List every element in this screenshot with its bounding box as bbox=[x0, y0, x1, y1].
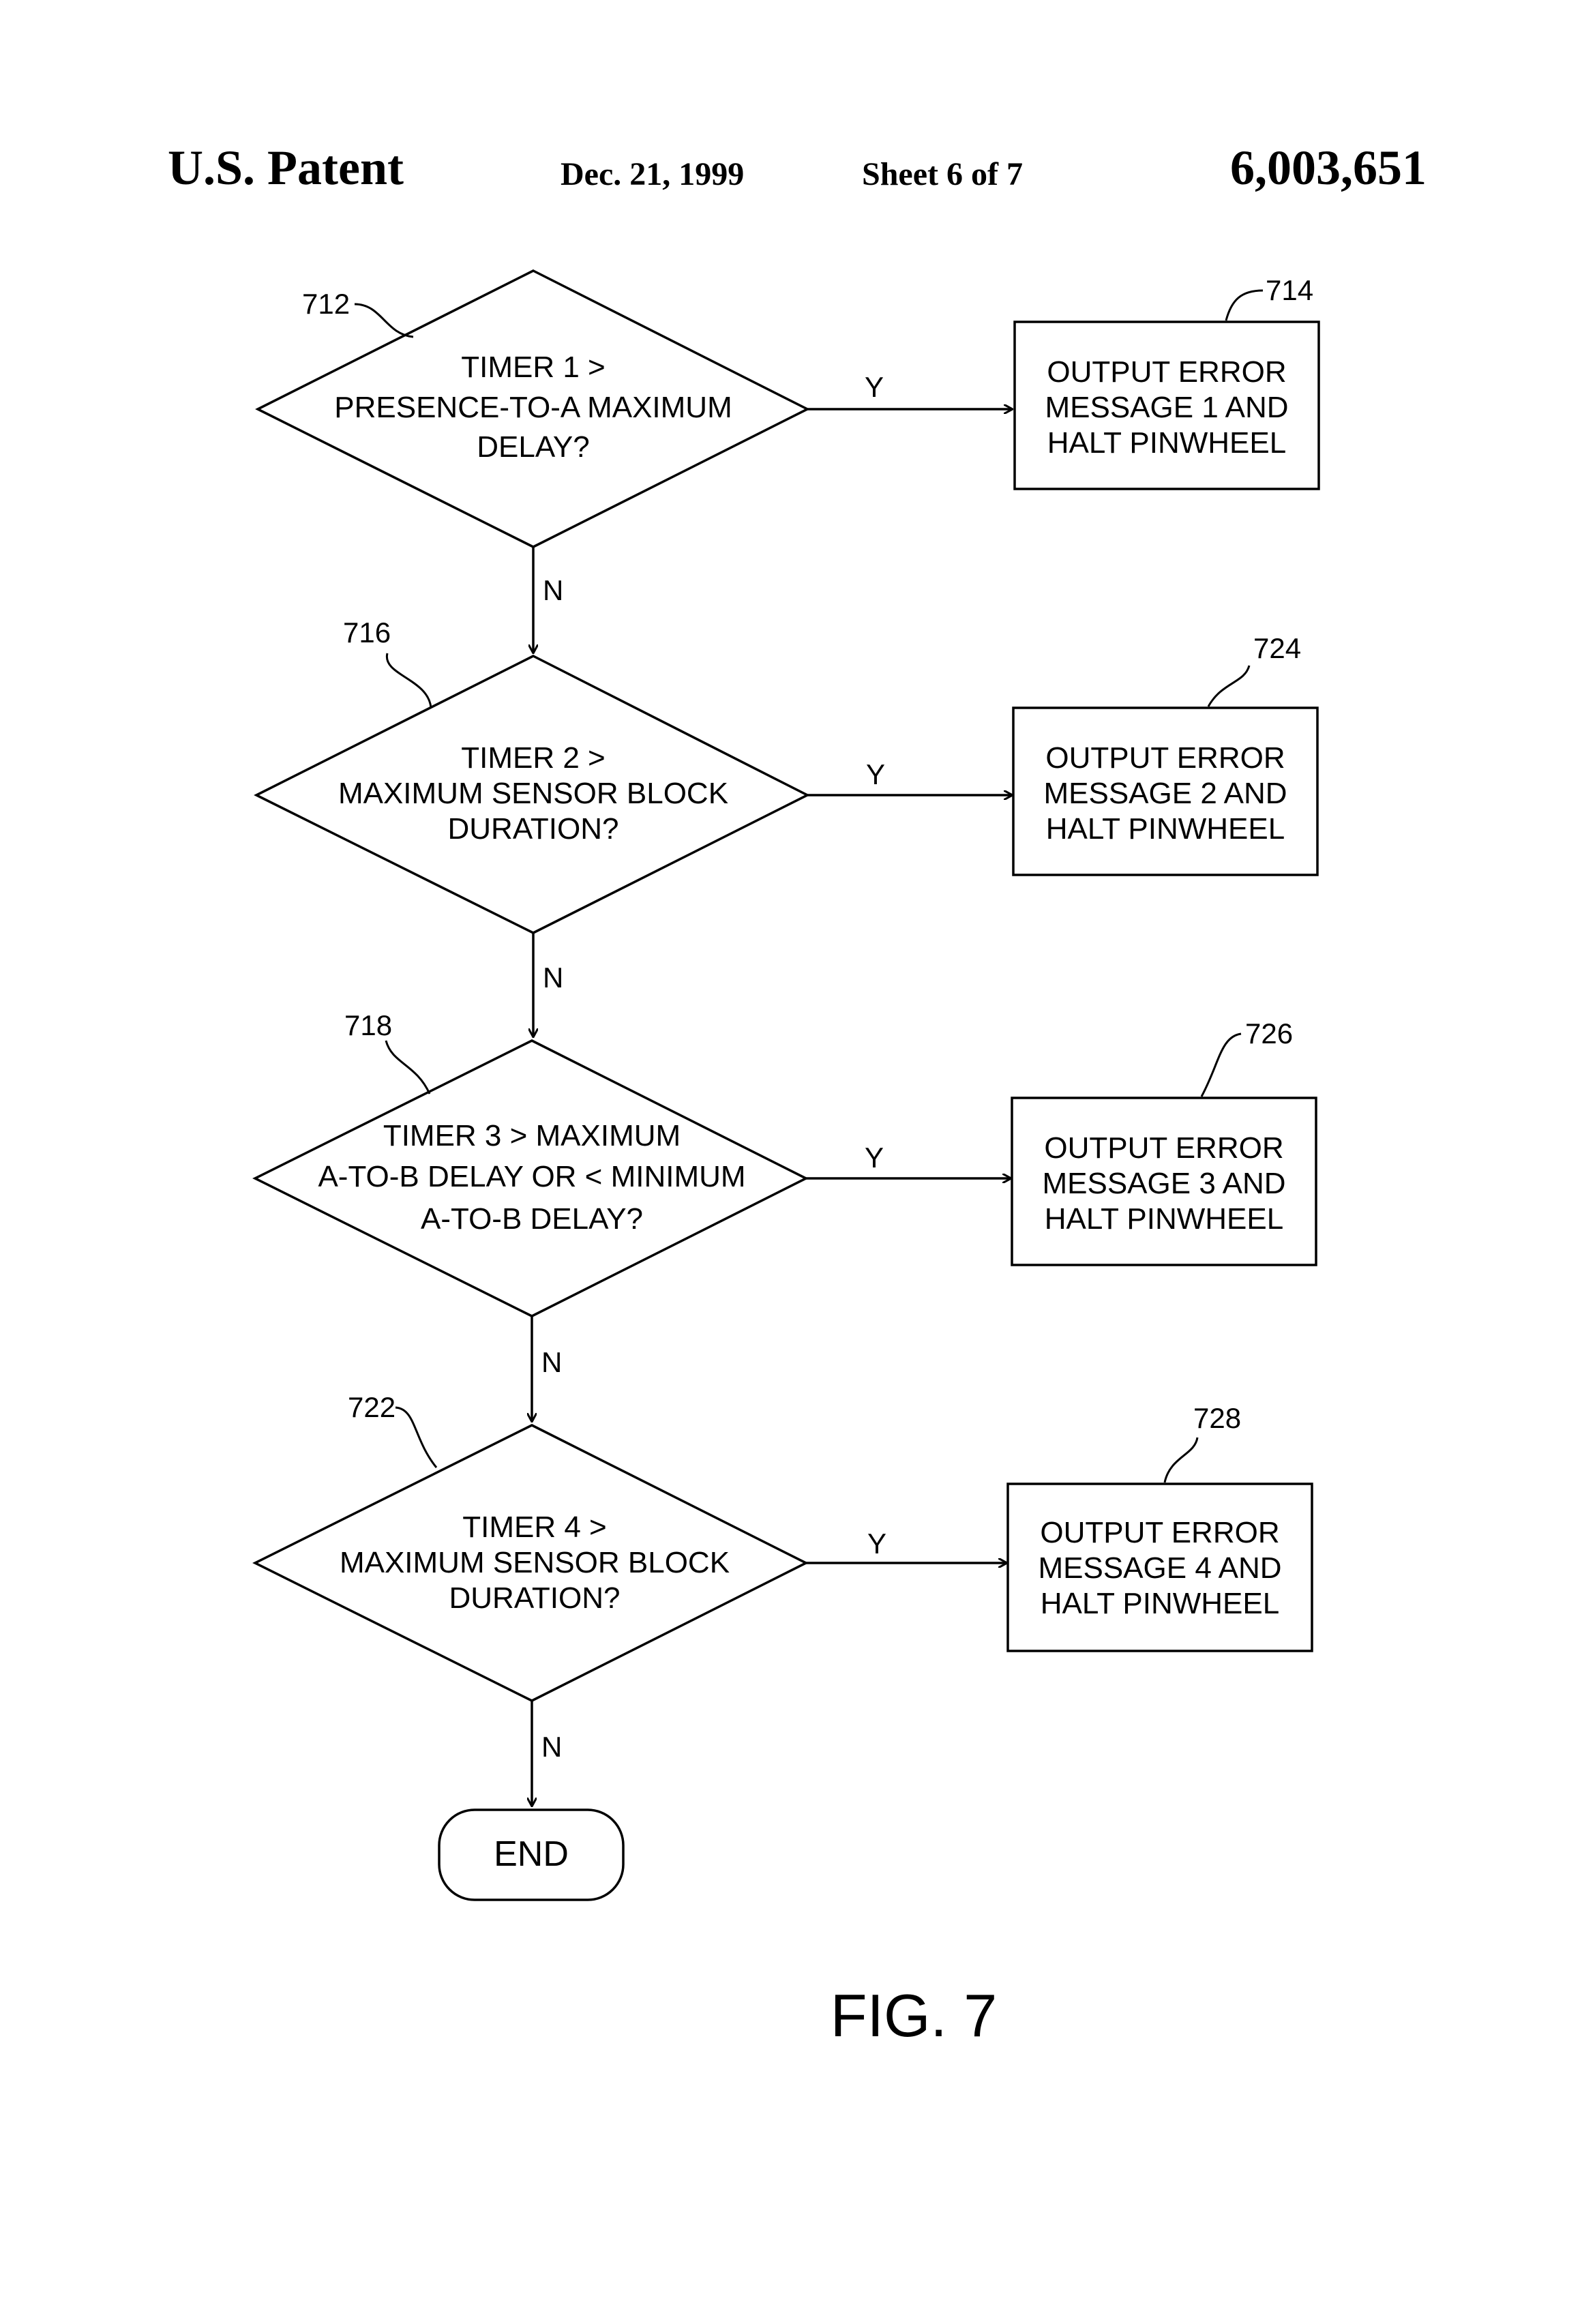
decision-722: TIMER 4 > MAXIMUM SENSOR BLOCK DURATION? bbox=[255, 1425, 806, 1701]
yes-label-2: Y bbox=[866, 758, 885, 790]
ref-724: 724 bbox=[1253, 632, 1301, 664]
output-728-line-2: MESSAGE 4 AND bbox=[1038, 1551, 1281, 1585]
decision-718-line-1: TIMER 3 > MAXIMUM bbox=[383, 1119, 681, 1152]
decision-722-line-2: MAXIMUM SENSOR BLOCK bbox=[340, 1546, 730, 1579]
ref-728: 728 bbox=[1193, 1402, 1241, 1434]
ref-716: 716 bbox=[343, 616, 391, 649]
leader-724 bbox=[1208, 666, 1249, 706]
end-label: END bbox=[494, 1834, 569, 1874]
output-714-line-1: OUTPUT ERROR bbox=[1047, 355, 1286, 389]
ref-722: 722 bbox=[348, 1391, 395, 1423]
end-terminal: END bbox=[439, 1810, 623, 1900]
output-726-line-1: OUTPUT ERROR bbox=[1044, 1131, 1283, 1165]
leader-718 bbox=[386, 1041, 430, 1094]
ref-726: 726 bbox=[1245, 1017, 1293, 1049]
output-724-line-2: MESSAGE 2 AND bbox=[1043, 777, 1287, 810]
decision-716-line-1: TIMER 2 > bbox=[461, 741, 606, 775]
output-726: OUTPUT ERROR MESSAGE 3 AND HALT PINWHEEL bbox=[1012, 1098, 1316, 1265]
yes-label-3: Y bbox=[865, 1142, 884, 1174]
output-728: OUTPUT ERROR MESSAGE 4 AND HALT PINWHEEL bbox=[1008, 1484, 1312, 1651]
decision-712-line-1: TIMER 1 > bbox=[461, 351, 606, 384]
ref-712: 712 bbox=[302, 288, 350, 320]
output-714-line-3: HALT PINWHEEL bbox=[1047, 426, 1286, 460]
output-728-line-3: HALT PINWHEEL bbox=[1041, 1587, 1279, 1620]
decision-722-line-3: DURATION? bbox=[449, 1581, 621, 1615]
figure-label: FIG. 7 bbox=[831, 1982, 998, 2049]
decision-722-line-1: TIMER 4 > bbox=[462, 1510, 607, 1544]
leader-728 bbox=[1165, 1437, 1197, 1483]
leader-716 bbox=[387, 653, 431, 708]
output-726-line-3: HALT PINWHEEL bbox=[1045, 1202, 1283, 1236]
decision-716-line-2: MAXIMUM SENSOR BLOCK bbox=[338, 777, 728, 810]
leader-714 bbox=[1226, 290, 1263, 321]
yes-label-1: Y bbox=[865, 371, 884, 403]
ref-718: 718 bbox=[344, 1009, 392, 1041]
output-714: OUTPUT ERROR MESSAGE 1 AND HALT PINWHEEL bbox=[1015, 322, 1319, 489]
decision-716: TIMER 2 > MAXIMUM SENSOR BLOCK DURATION? bbox=[256, 656, 807, 933]
decision-718: TIMER 3 > MAXIMUM A-TO-B DELAY OR < MINI… bbox=[255, 1041, 806, 1316]
no-label-2: N bbox=[543, 962, 563, 994]
output-728-line-1: OUTPUT ERROR bbox=[1040, 1516, 1279, 1549]
no-label-3: N bbox=[541, 1346, 562, 1378]
yes-label-4: Y bbox=[867, 1528, 886, 1560]
output-726-line-2: MESSAGE 3 AND bbox=[1042, 1167, 1285, 1200]
no-label-1: N bbox=[543, 574, 563, 606]
decision-718-line-3: A-TO-B DELAY? bbox=[421, 1202, 643, 1236]
leader-726 bbox=[1202, 1034, 1241, 1097]
decision-712-line-3: DELAY? bbox=[477, 430, 590, 464]
output-724-line-3: HALT PINWHEEL bbox=[1046, 812, 1285, 846]
output-724-line-1: OUTPUT ERROR bbox=[1045, 741, 1285, 775]
decision-712-line-2: PRESENCE-TO-A MAXIMUM bbox=[334, 391, 732, 424]
ref-714: 714 bbox=[1266, 274, 1313, 306]
no-label-4: N bbox=[541, 1731, 562, 1763]
output-714-line-2: MESSAGE 1 AND bbox=[1045, 391, 1288, 424]
decision-718-line-2: A-TO-B DELAY OR < MINIMUM bbox=[318, 1160, 745, 1193]
decision-716-line-3: DURATION? bbox=[448, 812, 619, 846]
leader-722 bbox=[395, 1407, 436, 1468]
output-724: OUTPUT ERROR MESSAGE 2 AND HALT PINWHEEL bbox=[1013, 708, 1317, 875]
leader-712 bbox=[355, 304, 413, 337]
